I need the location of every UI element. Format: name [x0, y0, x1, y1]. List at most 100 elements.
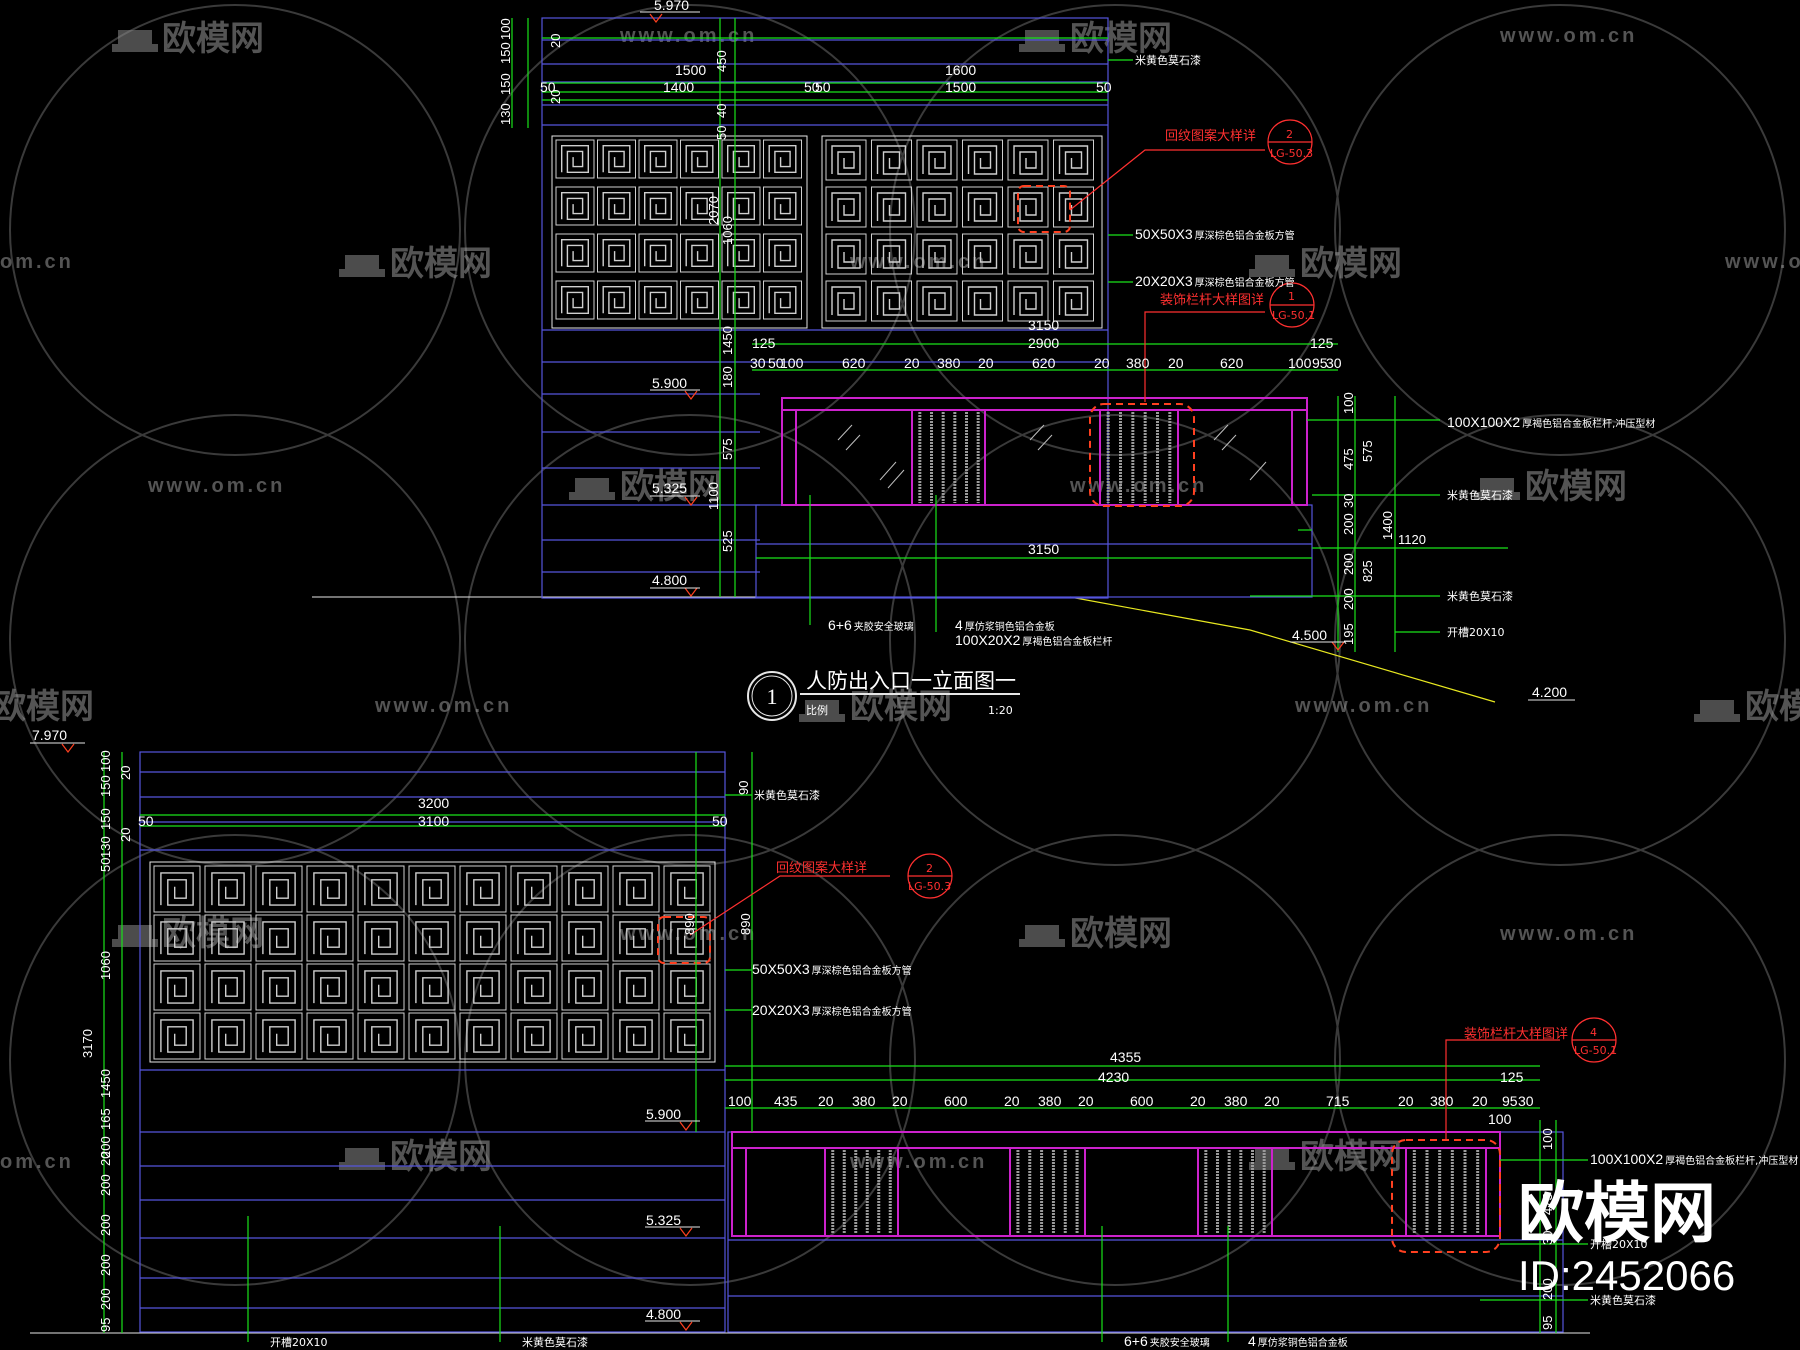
svg-text:125: 125 — [1500, 1069, 1524, 1085]
note-pattern-detail-top: 回纹图案大样详 — [1165, 129, 1256, 144]
svg-text:600: 600 — [1130, 1093, 1154, 1109]
fret-motif — [262, 921, 296, 955]
svg-text:450: 450 — [714, 50, 729, 72]
svg-text:www.om.cn: www.om.cn — [147, 475, 285, 497]
note-rail-detail-top: 装饰栏杆大样图详 — [1160, 293, 1264, 308]
lattice-tile — [871, 139, 912, 181]
svg-text:2070: 2070 — [706, 196, 721, 225]
fret-motif — [1013, 192, 1043, 222]
lattice-tile — [510, 963, 558, 1011]
lattice-tile — [561, 963, 609, 1011]
fret-motif — [670, 872, 704, 906]
svg-text:525: 525 — [720, 530, 735, 552]
svg-text:600: 600 — [944, 1093, 968, 1109]
fret-motif — [211, 921, 245, 955]
lattice-tile — [962, 233, 1003, 275]
svg-text:380: 380 — [937, 355, 961, 371]
fret-motif — [644, 145, 672, 173]
lattice-tile — [721, 139, 761, 179]
lattice-tile — [597, 233, 636, 273]
lattice-tile — [871, 280, 912, 322]
title-text: 人防出入口一立面图一 — [806, 669, 1016, 693]
lattice-tile — [306, 963, 354, 1011]
fret-motif — [160, 1019, 194, 1053]
svg-text:LG-50.1: LG-50.1 — [1272, 309, 1315, 322]
svg-text:200: 200 — [1341, 513, 1356, 535]
fret-motif — [415, 1019, 449, 1053]
fret-motif — [561, 286, 589, 314]
fret-motif — [644, 286, 672, 314]
fret-motif — [768, 239, 797, 267]
svg-text:1400: 1400 — [663, 79, 694, 95]
svg-text:475: 475 — [1341, 448, 1356, 470]
fret-motif — [568, 921, 602, 955]
lattice-tile — [680, 233, 719, 273]
svg-text:米黄色莫石漆: 米黄色莫石漆 — [1447, 589, 1513, 603]
fret-motif — [922, 192, 952, 222]
lattice-tile — [555, 280, 595, 320]
fret-motif — [1013, 286, 1043, 316]
svg-text:2: 2 — [1286, 128, 1293, 141]
svg-text:欧模网: 欧模网 — [162, 914, 264, 954]
svg-text:95: 95 — [1312, 355, 1328, 371]
lattice-tile — [871, 233, 912, 275]
svg-text:30: 30 — [1326, 355, 1342, 371]
fret-motif — [517, 970, 551, 1004]
vertical-dims-bottom-left: 100 150 150 50 130 20 20 1060 3170 1450 … — [80, 750, 753, 1332]
svg-text:4: 4 — [1590, 1026, 1597, 1039]
svg-text:50: 50 — [98, 858, 113, 872]
lattice-tile — [255, 914, 303, 962]
svg-text:1:20: 1:20 — [988, 704, 1013, 717]
lattice-tile — [255, 1012, 303, 1060]
svg-text:380: 380 — [852, 1093, 876, 1109]
railing-frame-bottom — [731, 1131, 1501, 1237]
lattice-tile — [1053, 280, 1094, 322]
svg-text:150: 150 — [98, 775, 113, 797]
glass-hatch-top — [837, 424, 1267, 489]
svg-text:200: 200 — [1341, 553, 1356, 575]
svg-text:890: 890 — [738, 913, 753, 935]
svg-text:1: 1 — [1288, 290, 1295, 303]
fret-motif — [262, 1019, 296, 1053]
fret-motif — [466, 970, 500, 1004]
svg-text:比例: 比例 — [806, 703, 828, 717]
lattice-tile — [612, 865, 660, 913]
svg-text:5.325: 5.325 — [646, 1212, 681, 1228]
lattice-tile — [306, 1012, 354, 1060]
svg-text:100: 100 — [1288, 355, 1312, 371]
svg-text:米黄色莫石漆: 米黄色莫石漆 — [754, 788, 820, 802]
svg-text:20: 20 — [98, 1152, 113, 1166]
svg-text:1450: 1450 — [98, 1069, 113, 1098]
svg-text:LG-50.1: LG-50.1 — [1574, 1044, 1617, 1057]
svg-text:50: 50 — [1096, 79, 1112, 95]
fret-motif — [313, 921, 347, 955]
svg-text:欧模网: 欧模网 — [1300, 244, 1402, 284]
svg-text:3100: 3100 — [418, 813, 449, 829]
fret-motif — [685, 239, 714, 267]
svg-text:1060: 1060 — [720, 216, 735, 245]
svg-text:1: 1 — [767, 684, 778, 709]
fret-motif — [211, 970, 245, 1004]
detail-marker-pattern-bottom — [657, 916, 711, 964]
fret-motif — [517, 872, 551, 906]
lattice-tile — [825, 280, 867, 322]
svg-text:www.om.cn: www.om.cn — [849, 1151, 987, 1173]
fret-motif — [644, 239, 672, 267]
fret-motif — [922, 145, 952, 175]
fret-motif — [568, 970, 602, 1004]
svg-text:30: 30 — [750, 355, 766, 371]
fret-motif — [768, 286, 797, 314]
fret-motif — [670, 921, 704, 955]
lattice-tile — [510, 865, 558, 913]
fret-motif — [768, 145, 797, 173]
svg-text:1500: 1500 — [675, 62, 706, 78]
fret-motif — [262, 872, 296, 906]
fret-motif — [364, 872, 398, 906]
svg-text:100: 100 — [498, 18, 513, 40]
svg-text:www.om.cn: www.om.cn — [619, 923, 757, 945]
svg-text:890: 890 — [682, 913, 697, 935]
